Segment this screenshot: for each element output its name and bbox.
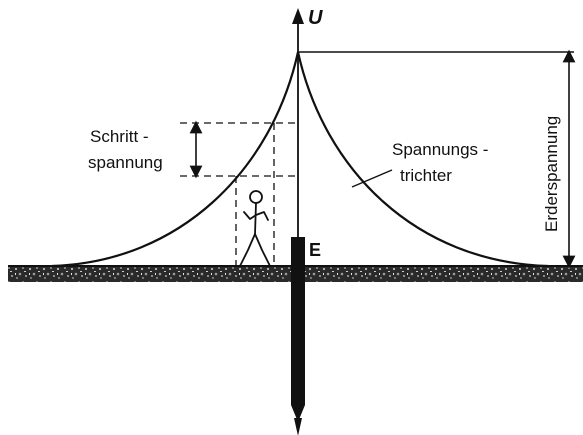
step-voltage-label-line2: spannung xyxy=(88,153,163,172)
voltage-funnel-leader-line xyxy=(351,169,393,188)
electrode-label: E xyxy=(309,240,321,260)
step-voltage-helper-lines xyxy=(180,122,298,266)
person-icon xyxy=(239,190,271,267)
earth-electrode-rod xyxy=(291,237,305,422)
step-voltage-label-line1: Schritt - xyxy=(90,127,149,146)
voltage-axis-arrowhead xyxy=(292,8,304,24)
voltage-funnel-label-line1: Spannungs - xyxy=(392,140,488,159)
voltage-funnel-label-line2: trichter xyxy=(400,166,452,185)
earth-voltage-label: Erderspannung xyxy=(542,116,561,232)
voltage-axis-label: U xyxy=(308,7,323,29)
earth-electrode-tip xyxy=(294,418,302,435)
